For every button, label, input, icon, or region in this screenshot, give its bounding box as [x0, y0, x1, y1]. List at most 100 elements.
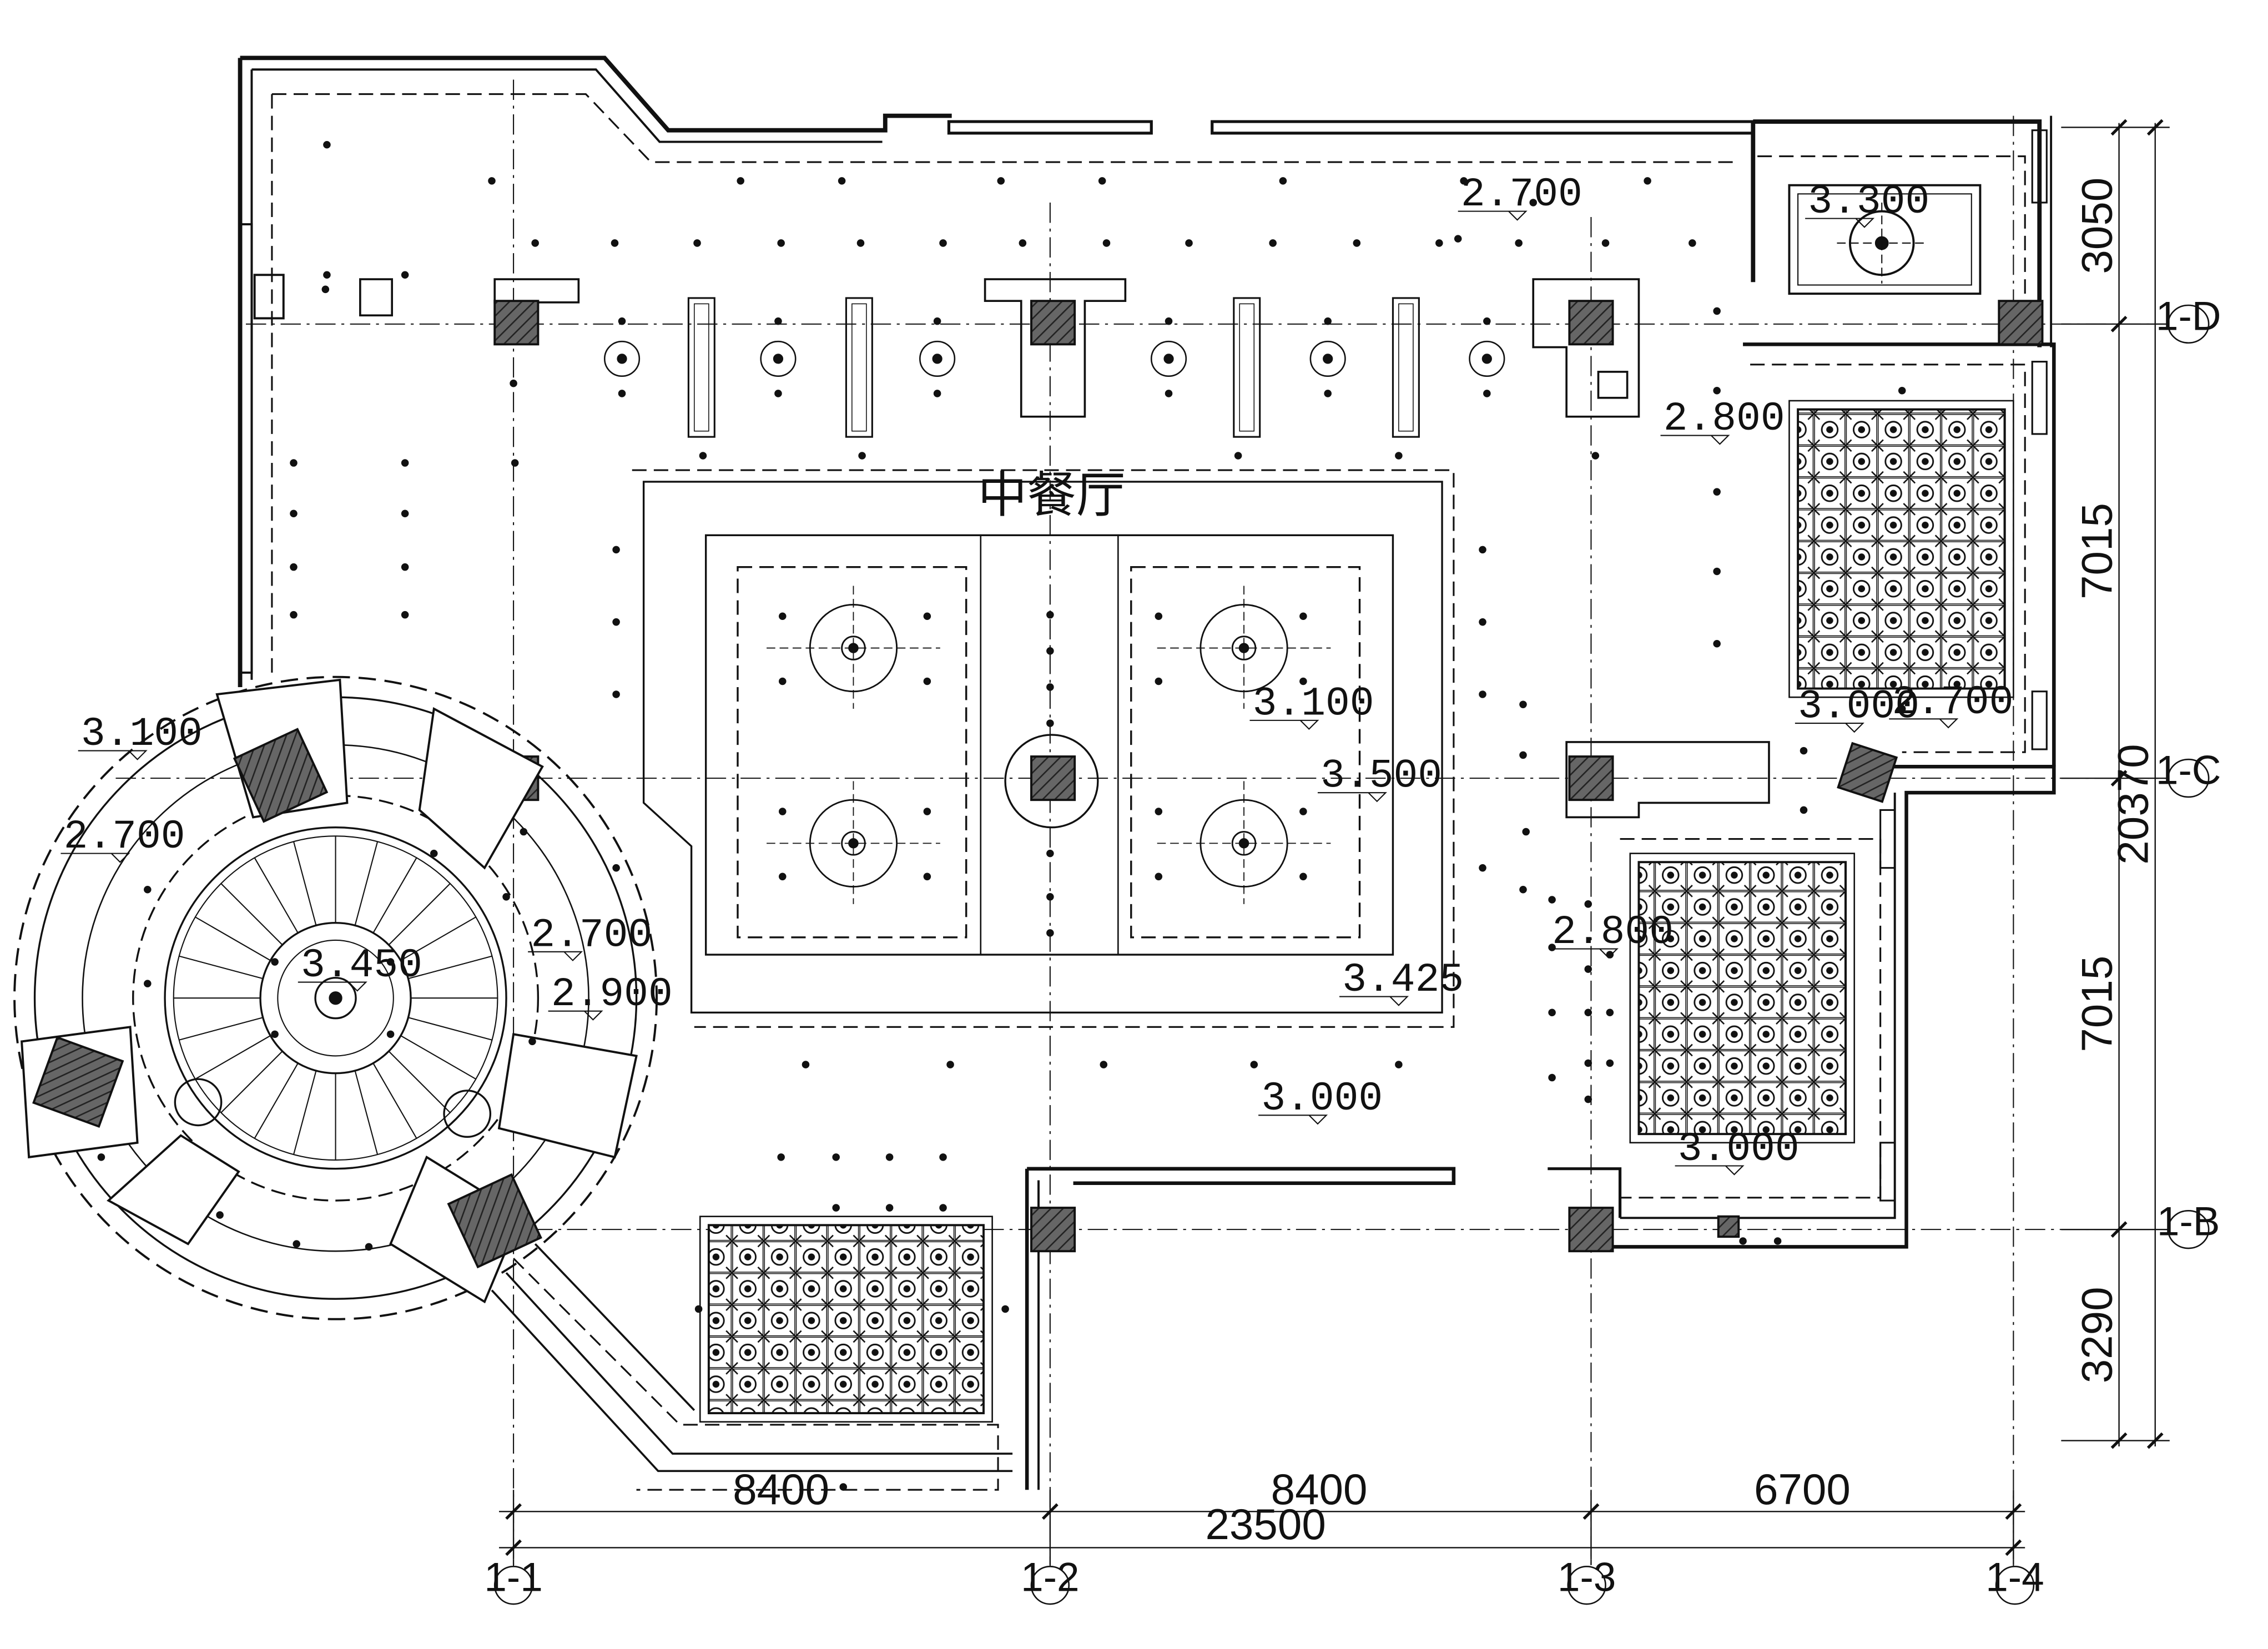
downlight-dot [923, 808, 931, 815]
downlight-dot [1800, 806, 1808, 814]
axis-label-1-d: 1-D [2156, 294, 2221, 339]
downlight-dot [1713, 386, 1721, 395]
downlight-dot [290, 510, 298, 518]
axis-bubble-labels: 1-1 1-2 1-3 1-4 1-D 1-C 1-B [484, 294, 2221, 1600]
right-window-strips [1879, 129, 2048, 1202]
axis-grid-lines [115, 79, 2170, 1570]
downlight-dot [1185, 239, 1193, 247]
elev-rotunda-inner-b: 2.900 [551, 971, 673, 1017]
downlight-dot [511, 459, 519, 467]
downlight-dot [1155, 808, 1163, 815]
downlight-dot [618, 390, 626, 397]
chandeliers [767, 586, 1331, 904]
downlight-dot [1299, 677, 1307, 685]
downlight-dot [939, 1204, 947, 1212]
downlight-dot [1713, 488, 1721, 496]
downlight-dot [1269, 239, 1277, 247]
downlight-dot [612, 618, 620, 626]
downlight-dot [699, 452, 707, 460]
stair-tread [293, 841, 317, 926]
downlights [97, 140, 1906, 1491]
downlight-dot [1584, 1095, 1592, 1103]
downlight-dot [1353, 239, 1361, 247]
downlight-dot [923, 873, 931, 881]
downlight-dot [1519, 700, 1527, 708]
axis-bubbles [493, 304, 2210, 1605]
downlight-dot [1591, 452, 1600, 460]
downlight-dot [946, 1061, 954, 1068]
downlight-dot [923, 677, 931, 685]
downlight-dot [1046, 683, 1054, 691]
downlight-dot [885, 1204, 894, 1212]
dim-bottom-3: 6700 [1754, 1465, 1851, 1514]
room-name-label: 中餐厅 [978, 467, 1126, 524]
downlight-dot [1601, 239, 1610, 247]
downlight-dot [520, 828, 528, 836]
top-right-room [1788, 184, 1982, 295]
downlight-dot [1299, 873, 1307, 881]
downlight-dot [1519, 885, 1527, 894]
elev-rotunda-inner-a: 2.700 [531, 912, 652, 958]
diagonal-corridor [491, 1243, 1013, 1472]
downlight-dot [1800, 747, 1808, 755]
stair-tread [254, 857, 299, 934]
downlight-dot [293, 1240, 300, 1248]
downlight-dot [1713, 639, 1721, 648]
downlight-dot [1155, 677, 1163, 685]
downlight-dot [386, 958, 395, 966]
stair-tread [388, 1051, 451, 1113]
downlight-dot [612, 690, 620, 698]
downlight-dot [216, 1211, 224, 1219]
elev-main-lower: 3.000 [1261, 1076, 1383, 1122]
stair-tread [372, 1063, 417, 1139]
downlight-dot [774, 317, 782, 325]
downlight-dot [1019, 239, 1027, 247]
downlight-dot [1479, 546, 1486, 554]
center-column-ring [1004, 734, 1099, 829]
downlight-dot [1548, 1008, 1556, 1017]
left-window [239, 223, 285, 674]
downlight-dot [802, 1061, 810, 1068]
downlight-dot [858, 452, 866, 460]
downlight-dot [777, 1153, 785, 1161]
downlight-dot [323, 271, 331, 279]
downlight-dot [1713, 307, 1721, 315]
downlight-dot [1522, 828, 1530, 836]
dimension-texts: 8400 8400 6700 23500 3050 7015 7015 3290… [733, 178, 2157, 1549]
downlight-dot [694, 1305, 703, 1313]
stair-tread [179, 955, 263, 980]
downlight-dot [1606, 1008, 1614, 1017]
downlight-dot [488, 177, 496, 185]
downlight-dot [323, 140, 331, 149]
building-walls [238, 56, 2056, 1490]
stair-tread [354, 1070, 379, 1155]
elev-right-upper-room-low: 2.700 [1892, 679, 2013, 725]
downlight-dot [939, 239, 947, 247]
downlight-dot [1165, 390, 1173, 397]
axis-label-1-1: 1-1 [484, 1555, 542, 1600]
stair-tread [254, 1063, 299, 1139]
downlight-dot [401, 510, 409, 518]
downlight-dot [839, 1483, 847, 1491]
downlight-dot [885, 1153, 894, 1161]
downlight-dot [290, 459, 298, 467]
downlight-dot [144, 980, 152, 987]
downlight-dot [1479, 864, 1486, 872]
downlight-dot [1046, 611, 1054, 619]
downlight-dot [1299, 612, 1307, 621]
downlight-dot [271, 1030, 279, 1038]
downlight-dot [401, 459, 409, 467]
stair-tread [408, 955, 492, 980]
elev-rotunda-outer: 3.100 [81, 711, 203, 757]
downlight-dot [1898, 386, 1906, 395]
elev-right-lower-room: 2.800 [1552, 909, 1674, 955]
stair-tread [220, 883, 283, 946]
main-hall-ceiling [642, 481, 1443, 1013]
downlight-dot [1479, 690, 1486, 698]
downlight-dot [774, 390, 782, 397]
downlight-dot [1100, 1061, 1108, 1068]
dim-bottom-total: 23500 [1205, 1500, 1325, 1549]
elev-main-border: 3.425 [1342, 957, 1464, 1003]
dim-bottom-2: 8400 [1271, 1465, 1368, 1514]
downlight-dot [618, 317, 626, 325]
